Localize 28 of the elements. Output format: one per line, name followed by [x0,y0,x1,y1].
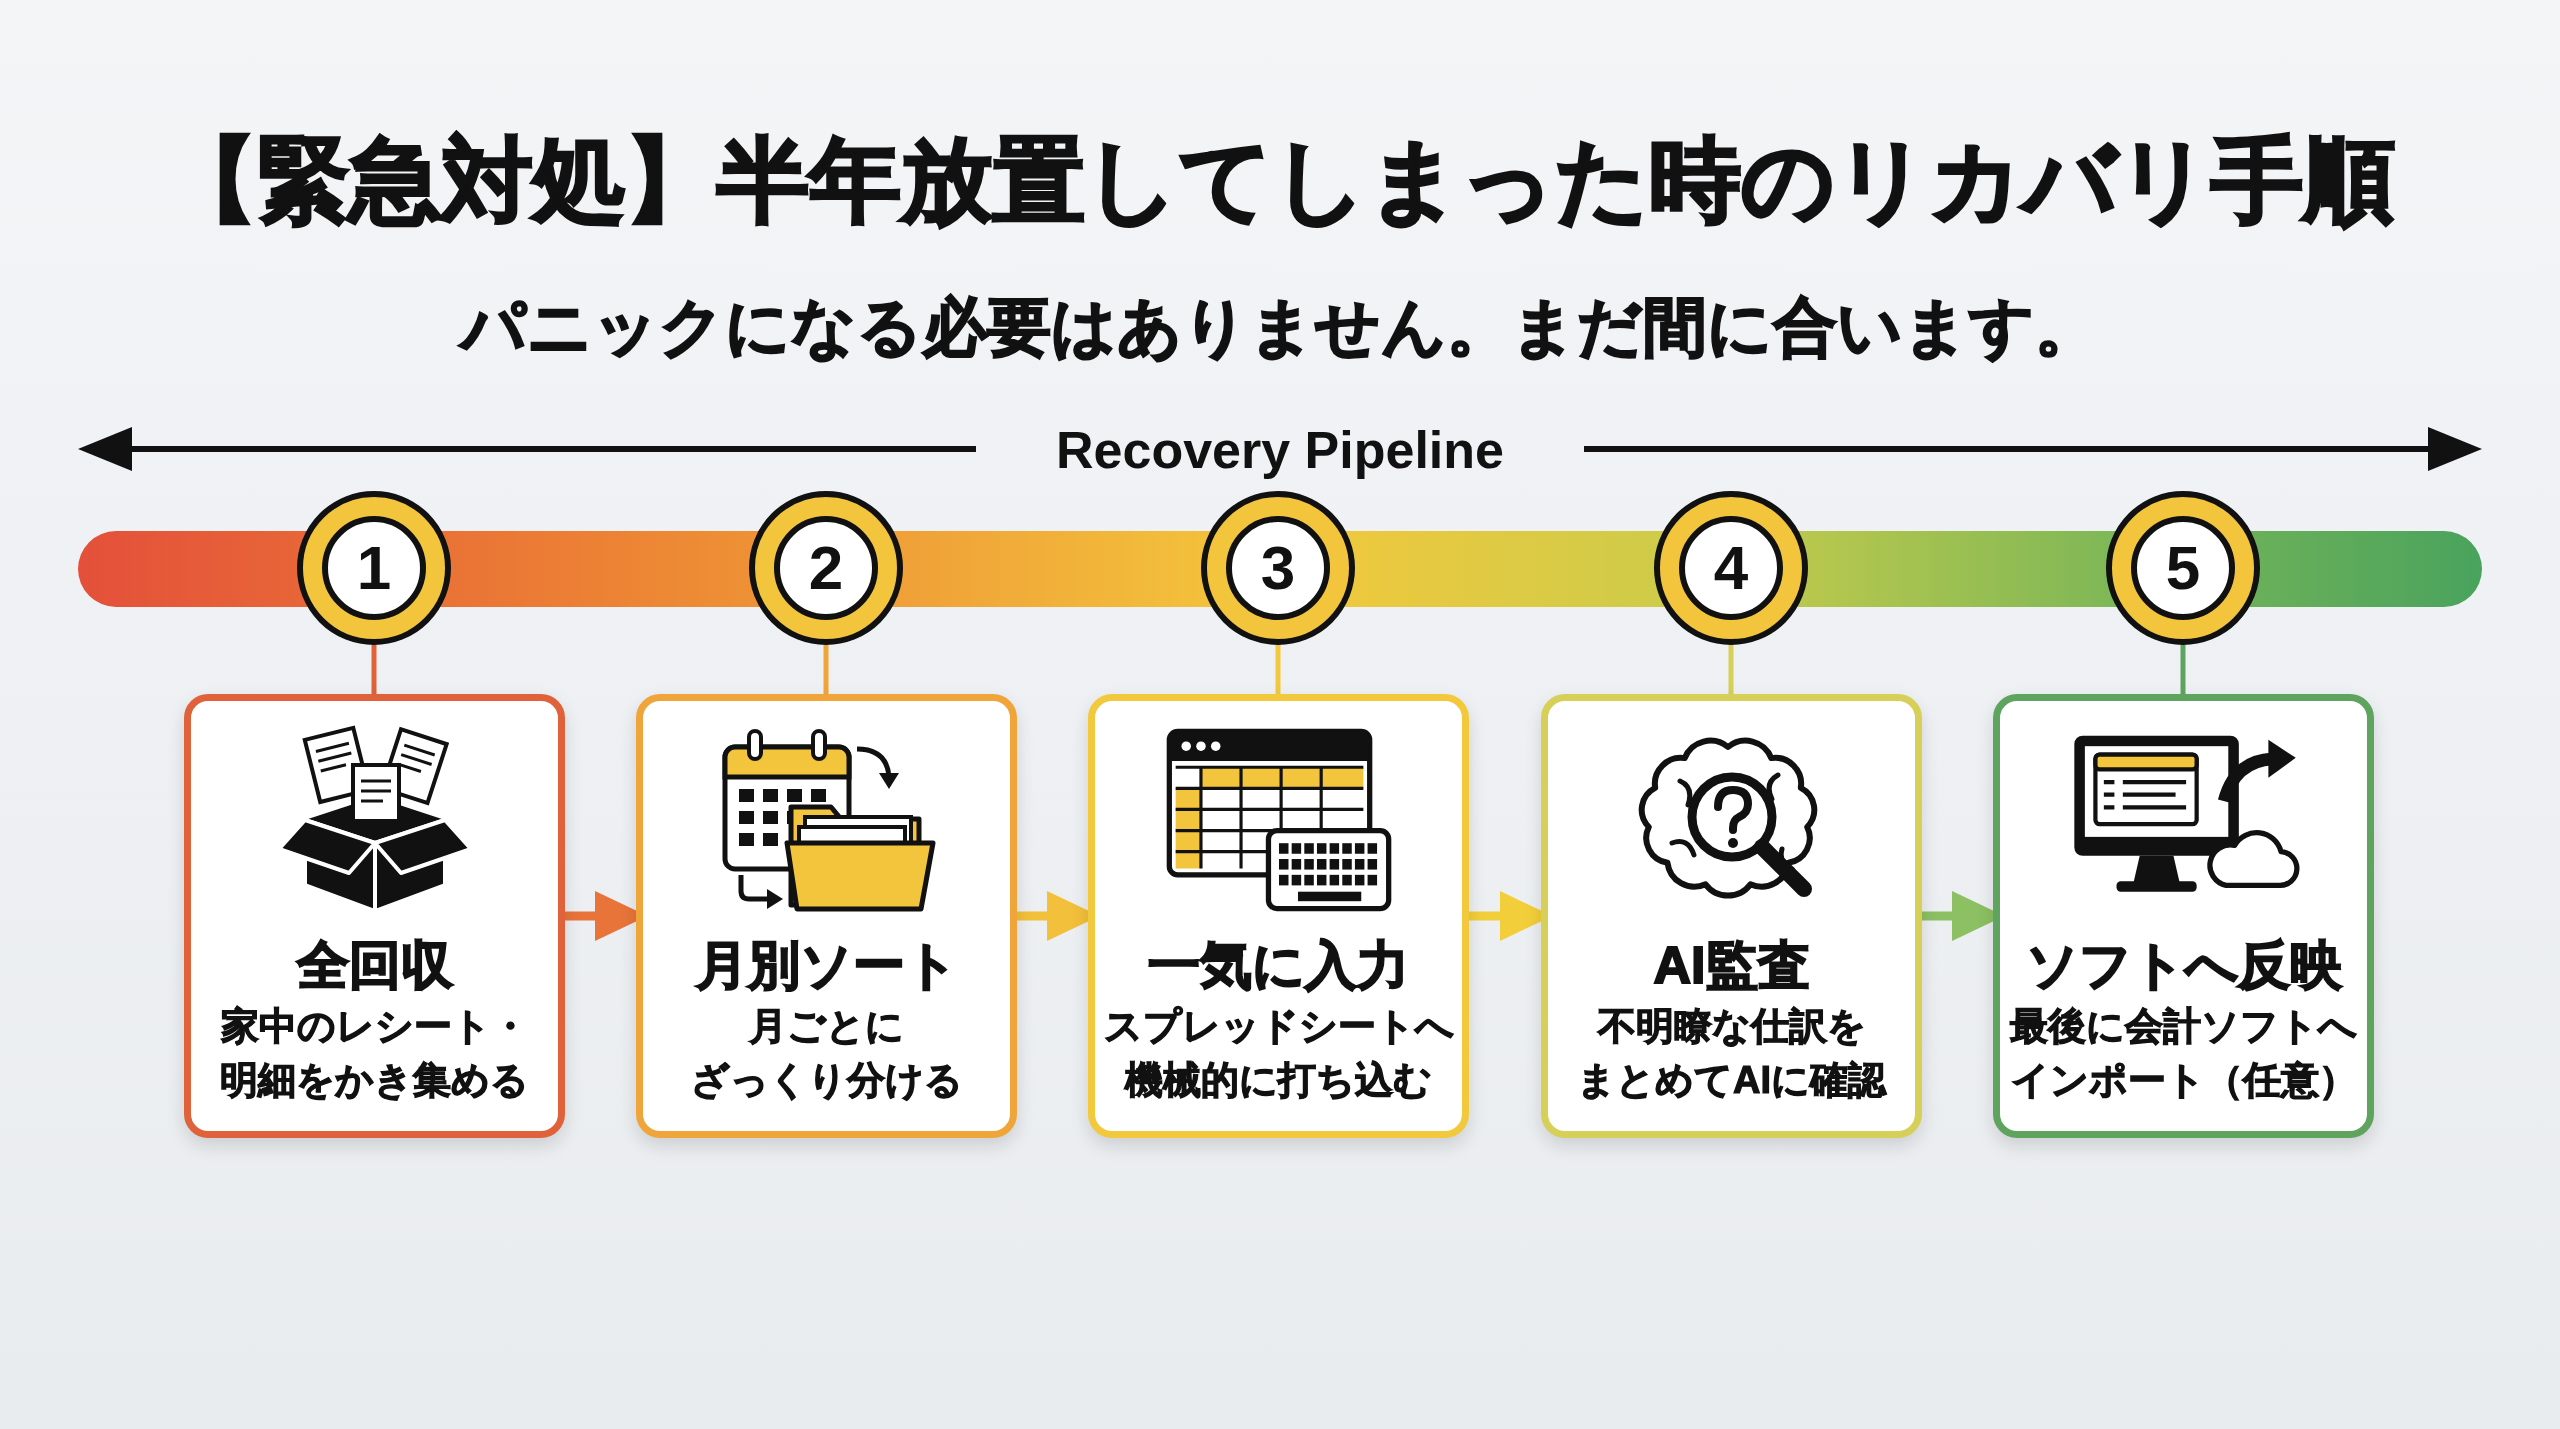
step-number: 4 [1679,516,1783,620]
step-description: 月ごとにざっくり分ける [689,1004,964,1103]
step-card [636,694,1017,1138]
connector-line [1728,645,1734,694]
connector-line [823,645,829,694]
subtitle: パニックになる必要はありません。まだ間に合います。 [461,290,2099,365]
connector-line [2180,645,2186,694]
step-number: 1 [322,516,426,620]
step-description: 家中のレシート・明細をかき集める [219,1004,530,1103]
step-title: AI監査 [1653,935,1810,996]
step-title: 月別ソート [695,935,958,996]
step-title: ソフトへ反映 [2025,935,2342,996]
step-card [1993,694,2374,1138]
pipeline-label: Recovery Pipeline [1056,420,1504,481]
step-number: 3 [1226,516,1330,620]
title: 【緊急対処】半年放置してしまった時のリカバリ手順 [165,128,2395,233]
step-description: スプレッドシートへ機械的に打ち込む [1103,1004,1454,1103]
step-description: 不明瞭な仕訳をまとめてAIに確認 [1576,1004,1888,1103]
step-title: 一気に入力 [1148,935,1409,996]
connector-line [371,645,377,694]
step-card [1088,694,1469,1138]
connector-line [1275,645,1281,694]
step-card [184,694,565,1138]
step-number: 5 [2131,516,2235,620]
step-card [1541,694,1922,1138]
step-title: 全回収 [296,935,453,996]
step-number: 2 [774,516,878,620]
step-description: 最後に会計ソフトへインポート（任意） [2009,1004,2358,1103]
